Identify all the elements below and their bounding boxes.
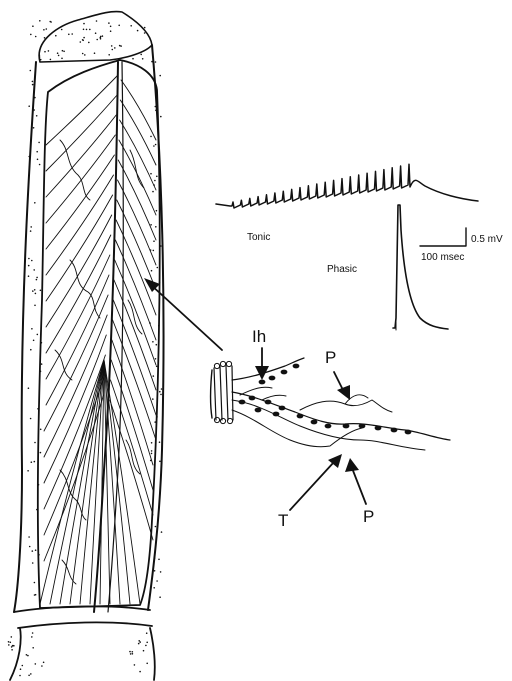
limb-left-edge (14, 62, 36, 612)
motor-axons-inset (211, 358, 451, 450)
limb-right-edge (148, 45, 164, 610)
tonic-trace (216, 164, 478, 208)
scale-bar (420, 228, 466, 246)
p-lower-label: P (363, 507, 374, 526)
scale-time-label: 100 msec (421, 252, 464, 263)
ih-label: Ih (252, 327, 266, 346)
axon-branch-b (240, 387, 286, 400)
phasic-label: Phasic (327, 264, 357, 275)
muscle-segment-drawing (8, 12, 164, 680)
axon-p-upper (300, 395, 392, 412)
muscle-fibers (40, 75, 156, 604)
nerve-bundle (211, 361, 234, 423)
tonic-label: Tonic (247, 232, 270, 243)
joint-band (10, 606, 155, 680)
t-label: T (278, 511, 288, 530)
p-lower-arrow (345, 458, 366, 504)
axon-ih (232, 358, 304, 380)
t-arrow (290, 454, 342, 510)
phasic-trace (393, 205, 448, 330)
top-cuticle-outline (39, 12, 152, 62)
p-upper-arrow (334, 372, 350, 400)
scale-voltage-label: 0.5 mV (471, 234, 503, 245)
p-upper-label: P (325, 348, 336, 367)
